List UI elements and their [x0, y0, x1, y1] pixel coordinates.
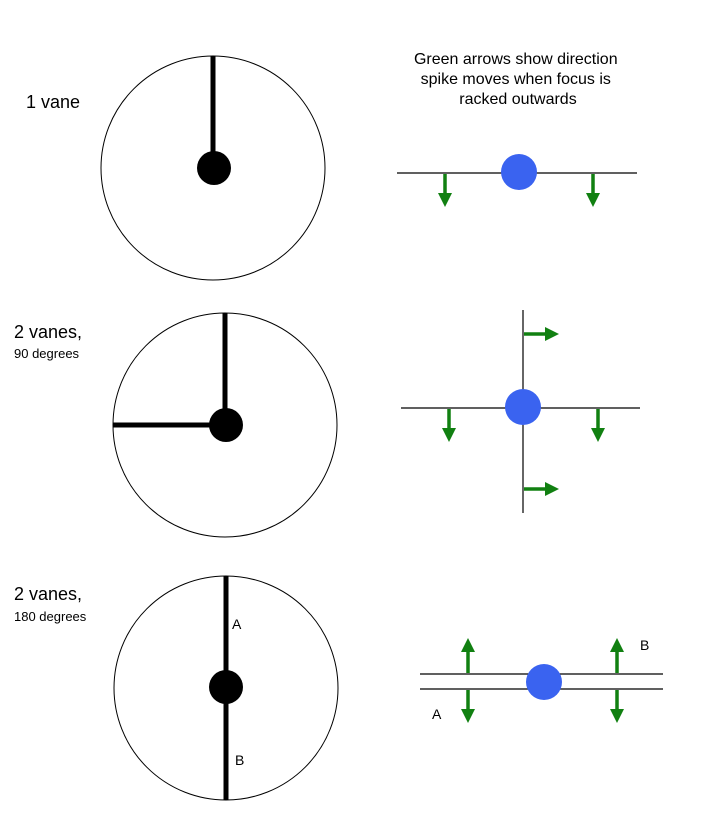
spike-label-b: B: [640, 637, 649, 653]
panel-title: 2 vanes,: [14, 584, 82, 604]
caption: Green arrows show direction spike moves …: [414, 51, 622, 108]
vane-label-a: A: [232, 616, 242, 632]
panel-subtitle: 180 degrees: [14, 609, 87, 624]
star: [526, 664, 562, 700]
panel-subtitle: 90 degrees: [14, 346, 80, 361]
panel-title: 2 vanes,: [14, 322, 82, 342]
panel-title: 1 vane: [26, 92, 80, 112]
secondary-mirror-hub: [197, 151, 231, 185]
star: [501, 154, 537, 190]
spike-label-a: A: [432, 706, 442, 722]
star: [505, 389, 541, 425]
secondary-mirror-hub: [209, 670, 243, 704]
secondary-mirror-hub: [209, 408, 243, 442]
panel-2-vanes-180: 2 vanes, 180 degrees A B A B: [14, 575, 663, 801]
panel-1-vane: 1 vane: [26, 55, 637, 281]
vane-label-b: B: [235, 752, 244, 768]
panel-2-vanes-90: 2 vanes, 90 degrees: [14, 310, 640, 538]
